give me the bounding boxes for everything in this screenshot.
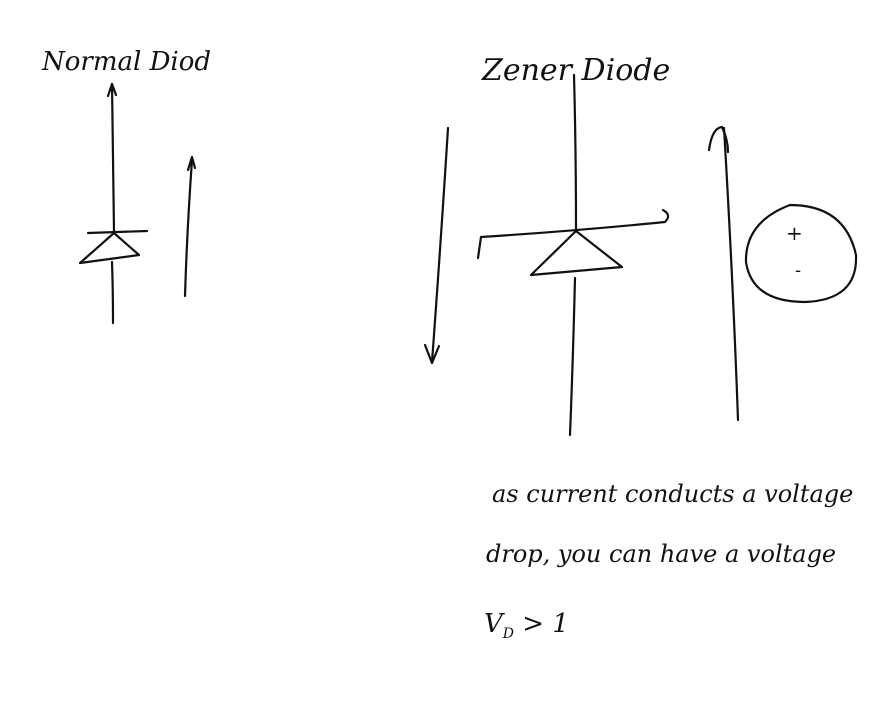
zener-triangle [529, 229, 624, 277]
zener-left-down-arrow [423, 126, 450, 365]
normal-diode-bar [86, 229, 149, 235]
note-line-3: VD > 1 [484, 609, 569, 642]
zener-voltage-source-circle: + - [744, 203, 858, 304]
normal-diode-section: Normal Diod [41, 47, 211, 325]
circle-plus-mark: + [786, 221, 803, 245]
normal-diode-top-arrowhead [106, 82, 118, 98]
zener-bar [476, 208, 670, 260]
zener-top-wire [572, 73, 578, 232]
normal-diode-symbol [78, 82, 149, 325]
zener-right-up-arrow [707, 125, 740, 422]
zener-diode-symbol [476, 73, 670, 437]
zener-note: as current conducts a voltage drop, you … [484, 480, 853, 642]
note-line-2: drop, you can have a voltage [486, 540, 836, 568]
normal-diode-current-arrow [183, 155, 197, 298]
normal-diode-bottom-wire [110, 260, 115, 325]
zener-bottom-wire [568, 276, 577, 437]
normal-diode-triangle [78, 231, 141, 265]
zener-diode-section: Zener Diode + - [423, 53, 858, 437]
note-vd-symbol: V [484, 609, 505, 639]
note-vd-subscript: D [502, 626, 514, 642]
zener-diode-title: Zener Diode [481, 53, 670, 88]
normal-diode-title: Normal Diod [41, 47, 211, 77]
normal-diode-top-wire [110, 82, 116, 234]
note-line-1: as current conducts a voltage [492, 480, 853, 508]
note-vd-inequality: > 1 [514, 609, 569, 639]
circle-minus-mark: - [795, 260, 801, 281]
